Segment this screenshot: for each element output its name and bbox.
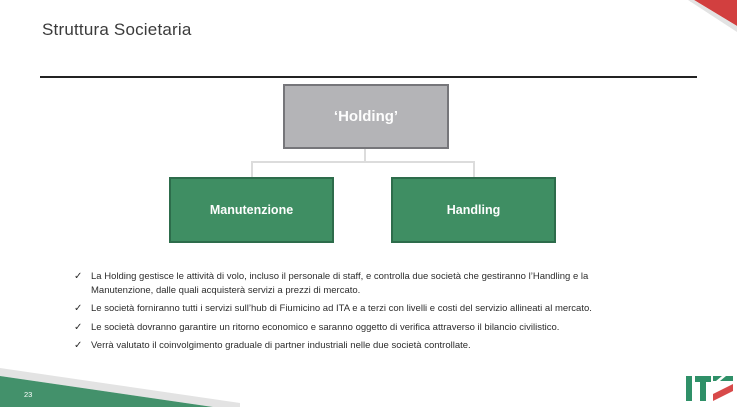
logo-letter-i [686,376,692,401]
org-node-label: ‘Holding’ [333,108,399,125]
corner-decoration-top-right [688,0,737,32]
logo-letter-a-leg [713,384,733,401]
org-node-manutenzione: Manutenzione [169,177,334,243]
decor-green-wedge [0,376,213,407]
bullet-item: ✓ Verrà valutato il coinvolgimento gradu… [74,339,652,353]
check-icon: ✓ [74,340,83,351]
bullet-text: Le società forniranno tutti i servizi su… [91,303,592,314]
logo-letter-a-slash [716,376,726,381]
bullet-list: ✓ La Holding gestisce le attività di vol… [74,270,652,358]
page-number: 23 [24,390,33,399]
connector-left-drop [251,163,253,177]
bullet-text: La Holding gestisce le attività di volo,… [91,271,589,296]
org-node-holding: ‘Holding’ [283,84,449,149]
connector-horizontal [251,161,475,163]
org-node-label: Manutenzione [209,203,294,217]
bullet-text: Le società dovranno garantire un ritorno… [91,321,560,333]
decor-gray-stripe [0,368,240,407]
ita-logo [686,376,733,401]
bullet-text: Verrà valutato il coinvolgimento gradual… [91,340,471,351]
connector-root-drop [364,149,366,162]
connector-right-drop [473,163,475,177]
org-node-handling: Handling [391,177,556,243]
check-icon: ✓ [74,271,83,282]
bullet-item: ✓ Le società dovranno garantire un ritor… [74,321,652,335]
check-icon: ✓ [74,321,83,333]
check-icon: ✓ [74,303,83,314]
org-node-label: Handling [446,203,501,217]
decor-gray-stripe [688,0,737,32]
page-title: Struttura Societaria [42,20,192,39]
corner-decoration-bottom-left [0,368,240,407]
bullet-item: ✓ Le società forniranno tutti i servizi … [74,302,652,316]
bullet-item: ✓ La Holding gestisce le attività di vol… [74,270,652,297]
logo-letter-t-stem [700,376,706,401]
title-underline [40,76,697,78]
